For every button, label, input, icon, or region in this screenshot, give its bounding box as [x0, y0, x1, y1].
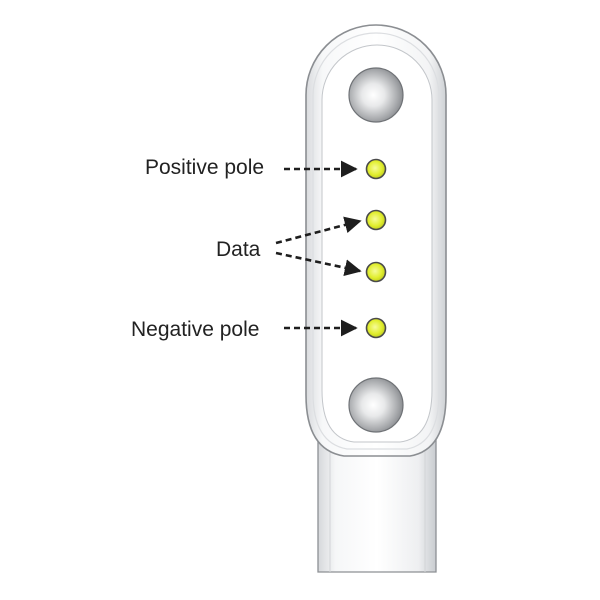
negative-pin	[365, 317, 387, 339]
connector-housing	[305, 24, 447, 457]
bottom-magnet-hole	[348, 377, 404, 433]
data-arrow-up	[275, 216, 362, 245]
positive-pin	[365, 158, 387, 180]
data-arrow-down	[275, 251, 362, 277]
positive-pole-label: Positive pole	[145, 156, 265, 179]
data-label: Data	[216, 238, 261, 261]
data-pin-2	[365, 261, 387, 283]
negative-pole-label: Negative pole	[131, 318, 260, 341]
data-pin-1	[365, 209, 387, 231]
pins	[365, 158, 387, 339]
top-magnet-hole	[348, 67, 404, 123]
arrows	[275, 160, 362, 337]
